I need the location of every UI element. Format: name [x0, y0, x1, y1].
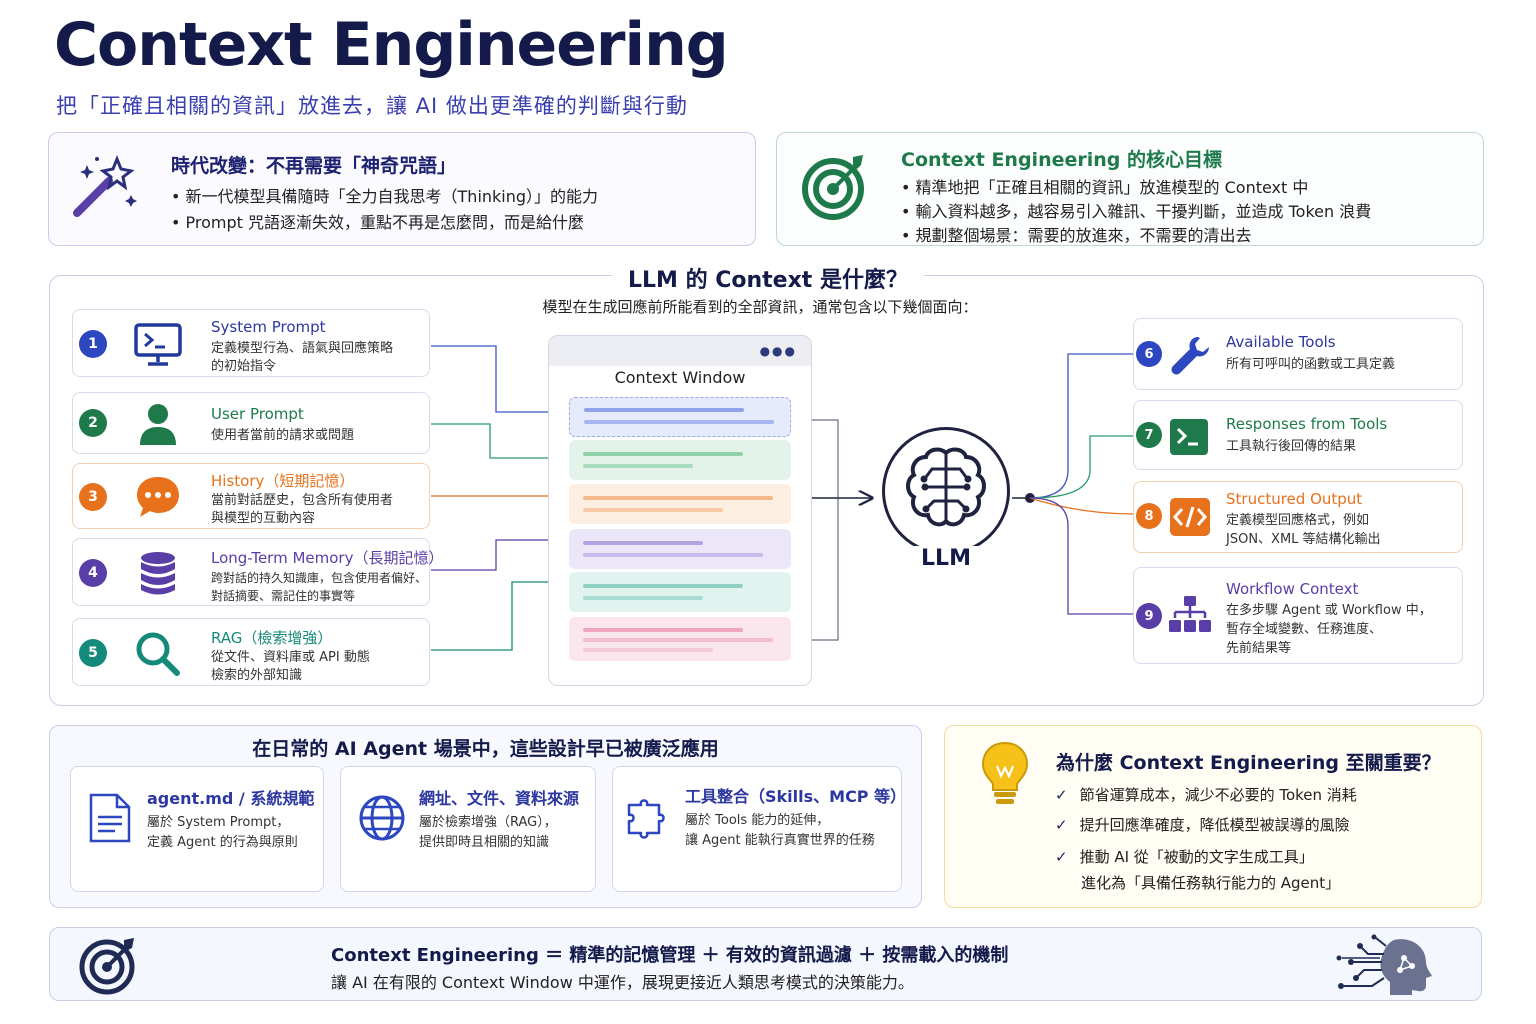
context-item-available-tools: 6 Available Tools 所有可呼叫的函數或工具定義 [1133, 318, 1463, 390]
context-item-history: 3 History（短期記憶） 當前對話歷史，包含所有使用者與模型的互動內容 [72, 463, 430, 529]
why-point: ✓提升回應準確度，降低模型被誤導的風險 [1055, 816, 1350, 834]
daily-card-sources: 網址、文件、資料來源 屬於檢索增強（RAG），提供即時且相關的知識 [340, 766, 596, 892]
window-dots: ●●● [759, 344, 797, 358]
why-point: ✓節省運算成本，減少不必要的 Token 消耗 [1055, 786, 1357, 804]
era-bullet: • 新一代模型具備隨時「全力自我思考（Thinking）」的能力 [171, 187, 599, 206]
daily-card-tools: 工具整合（Skills、MCP 等） 屬於 Tools 能力的延伸，讓 Agen… [612, 766, 906, 892]
strip-memory [569, 529, 791, 569]
wrench-icon [1171, 337, 1209, 375]
item-desc: 使用者當前的請求或問題 [211, 428, 355, 443]
daily-card-title: agent.md / 系統規範 [147, 789, 315, 808]
context-item-user-prompt: 2 User Prompt 使用者當前的請求或問題 [72, 392, 430, 454]
magnifier-icon [136, 632, 180, 676]
magic-wand-icon [73, 154, 137, 217]
goal-title: Context Engineering 的核心目標 [901, 149, 1222, 171]
goal-card: Context Engineering 的核心目標 • 精準地把「正確且相關的資… [776, 132, 1484, 246]
item-name: Structured Output [1226, 490, 1363, 508]
item-name: Workflow Context [1226, 580, 1359, 598]
strip-system [569, 397, 791, 437]
llm-section-subtitle: 模型在生成回應前所能看到的全部資訊，通常包含以下幾個面向： [542, 298, 978, 316]
code-icon [1170, 498, 1210, 536]
item-number: 3 [79, 483, 107, 511]
target-icon [79, 938, 135, 995]
llm-label: LLM [900, 546, 992, 571]
terminal-icon [1170, 419, 1208, 455]
item-name: System Prompt [211, 318, 326, 336]
era-bullet: • Prompt 咒語逐漸失效，重點不再是怎麼問，而是給什麼 [171, 213, 585, 232]
item-name: RAG（檢索增強） [211, 629, 333, 647]
item-desc: 當前對話歷史，包含所有使用者與模型的互動內容 [211, 493, 394, 526]
footer-desc: 讓 AI 在有限的 Context Window 中運作，展現更接近人類思考模式… [331, 973, 914, 992]
item-name: History（短期記憶） [211, 472, 355, 490]
item-number: 9 [1136, 603, 1162, 629]
item-number: 8 [1136, 503, 1162, 529]
item-number: 2 [79, 409, 107, 437]
chat-bubble-icon [137, 477, 179, 517]
why-title: 為什麼 Context Engineering 至關重要？ [1056, 752, 1441, 774]
lightbulb-icon [981, 741, 1029, 804]
strip-history [569, 484, 791, 524]
hierarchy-icon [1169, 596, 1211, 632]
item-desc: 所有可呼叫的函數或工具定義 [1226, 357, 1396, 372]
item-name: Long-Term Memory（長期記憶） [211, 549, 444, 567]
user-icon [140, 404, 176, 445]
footer-formula: Context Engineering ＝ 精準的記憶管理 ＋ 有效的資訊過濾 … [331, 945, 1009, 966]
item-desc: 工具執行後回傳的結果 [1226, 439, 1357, 454]
era-card: 時代改變：不再需要「神奇咒語」 • 新一代模型具備隨時「全力自我思考（Think… [48, 132, 756, 246]
context-item-rag: 5 RAG（檢索增強） 從文件、資料庫或 API 動態檢索的外部知識 [72, 618, 430, 686]
llm-section-title: LLM 的 Context 是什麼？ [612, 268, 924, 293]
page-title: Context Engineering [54, 10, 729, 80]
item-number: 6 [1136, 341, 1162, 367]
goal-bullet: • 輸入資料越多，越容易引入雜訊、干擾判斷，並造成 Token 浪費 [901, 202, 1372, 221]
llm-section-title-wrap: LLM 的 Context 是什麼？ [0, 262, 1536, 294]
puzzle-icon [627, 799, 665, 839]
brain-icon [906, 447, 986, 527]
context-item-workflow-context: 9 Workflow Context 在多步驟 Agent 或 Workflow… [1133, 567, 1463, 664]
item-number: 5 [79, 639, 107, 667]
context-window: ●●● Context Window [548, 335, 812, 686]
daily-card-desc: 屬於檢索增強（RAG），提供即時且相關的知識 [419, 815, 557, 850]
window-titlebar [549, 336, 811, 366]
goal-bullet: • 規劃整個場景：需要的放進來，不需要的清出去 [901, 226, 1252, 245]
item-desc: 在多步驟 Agent 或 Workflow 中，暫存全域變數、任務進度、先前結果… [1226, 603, 1432, 656]
terminal-monitor-icon [134, 323, 182, 366]
item-desc: 跨對話的持久知識庫，包含使用者偏好、對話摘要、需記住的事實等 [211, 571, 428, 603]
ai-head-icon [1336, 934, 1432, 995]
why-point-continued: 進化為「具備任務執行能力的 Agent」 [1081, 874, 1341, 892]
footer-banner [49, 927, 1482, 1001]
why-section [944, 725, 1482, 908]
item-name: User Prompt [211, 405, 304, 423]
daily-card-desc: 屬於 System Prompt，定義 Agent 的行為與原則 [147, 815, 298, 850]
item-desc: 從文件、資料庫或 API 動態檢索的外部知識 [211, 650, 370, 683]
daily-card-desc: 屬於 Tools 能力的延伸，讓 Agent 能執行真實世界的任務 [685, 813, 875, 848]
context-item-long-term-memory: 4 Long-Term Memory（長期記憶） 跨對話的持久知識庫，包含使用者… [72, 538, 443, 606]
strip-structured [569, 617, 791, 661]
context-item-tool-responses: 7 Responses from Tools 工具執行後回傳的結果 [1133, 400, 1463, 470]
daily-card-title: 工具整合（Skills、MCP 等） [685, 787, 907, 806]
daily-card-agent-md: agent.md / 系統規範 屬於 System Prompt，定義 Agen… [70, 766, 324, 892]
item-number: 4 [79, 559, 107, 587]
page-subtitle: 把「正確且相關的資訊」放進去，讓 AI 做出更準確的判斷與行動 [56, 94, 688, 118]
globe-icon [359, 795, 405, 841]
item-name: Responses from Tools [1226, 415, 1388, 433]
goal-bullet: • 精準地把「正確且相關的資訊」放進模型的 Context 中 [901, 178, 1309, 197]
strip-rag [569, 572, 791, 612]
daily-title: 在日常的 AI Agent 場景中，這些設計早已被廣泛應用 [252, 738, 719, 760]
era-title: 時代改變：不再需要「神奇咒語」 [171, 155, 457, 177]
why-point: ✓推動 AI 從「被動的文字生成工具」 [1055, 848, 1314, 866]
context-window-label: Context Window [614, 368, 746, 387]
item-number: 1 [79, 330, 107, 358]
target-icon [802, 155, 864, 220]
item-desc: 定義模型行為、語氣與回應策略的初始指令 [211, 341, 394, 374]
database-icon [141, 552, 175, 595]
item-name: Available Tools [1226, 333, 1336, 351]
context-item-system-prompt: 1 System Prompt 定義模型行為、語氣與回應策略的初始指令 [72, 309, 430, 377]
strip-user [569, 440, 791, 480]
item-number: 7 [1136, 422, 1162, 448]
daily-card-title: 網址、文件、資料來源 [419, 789, 580, 808]
document-icon [89, 793, 131, 843]
